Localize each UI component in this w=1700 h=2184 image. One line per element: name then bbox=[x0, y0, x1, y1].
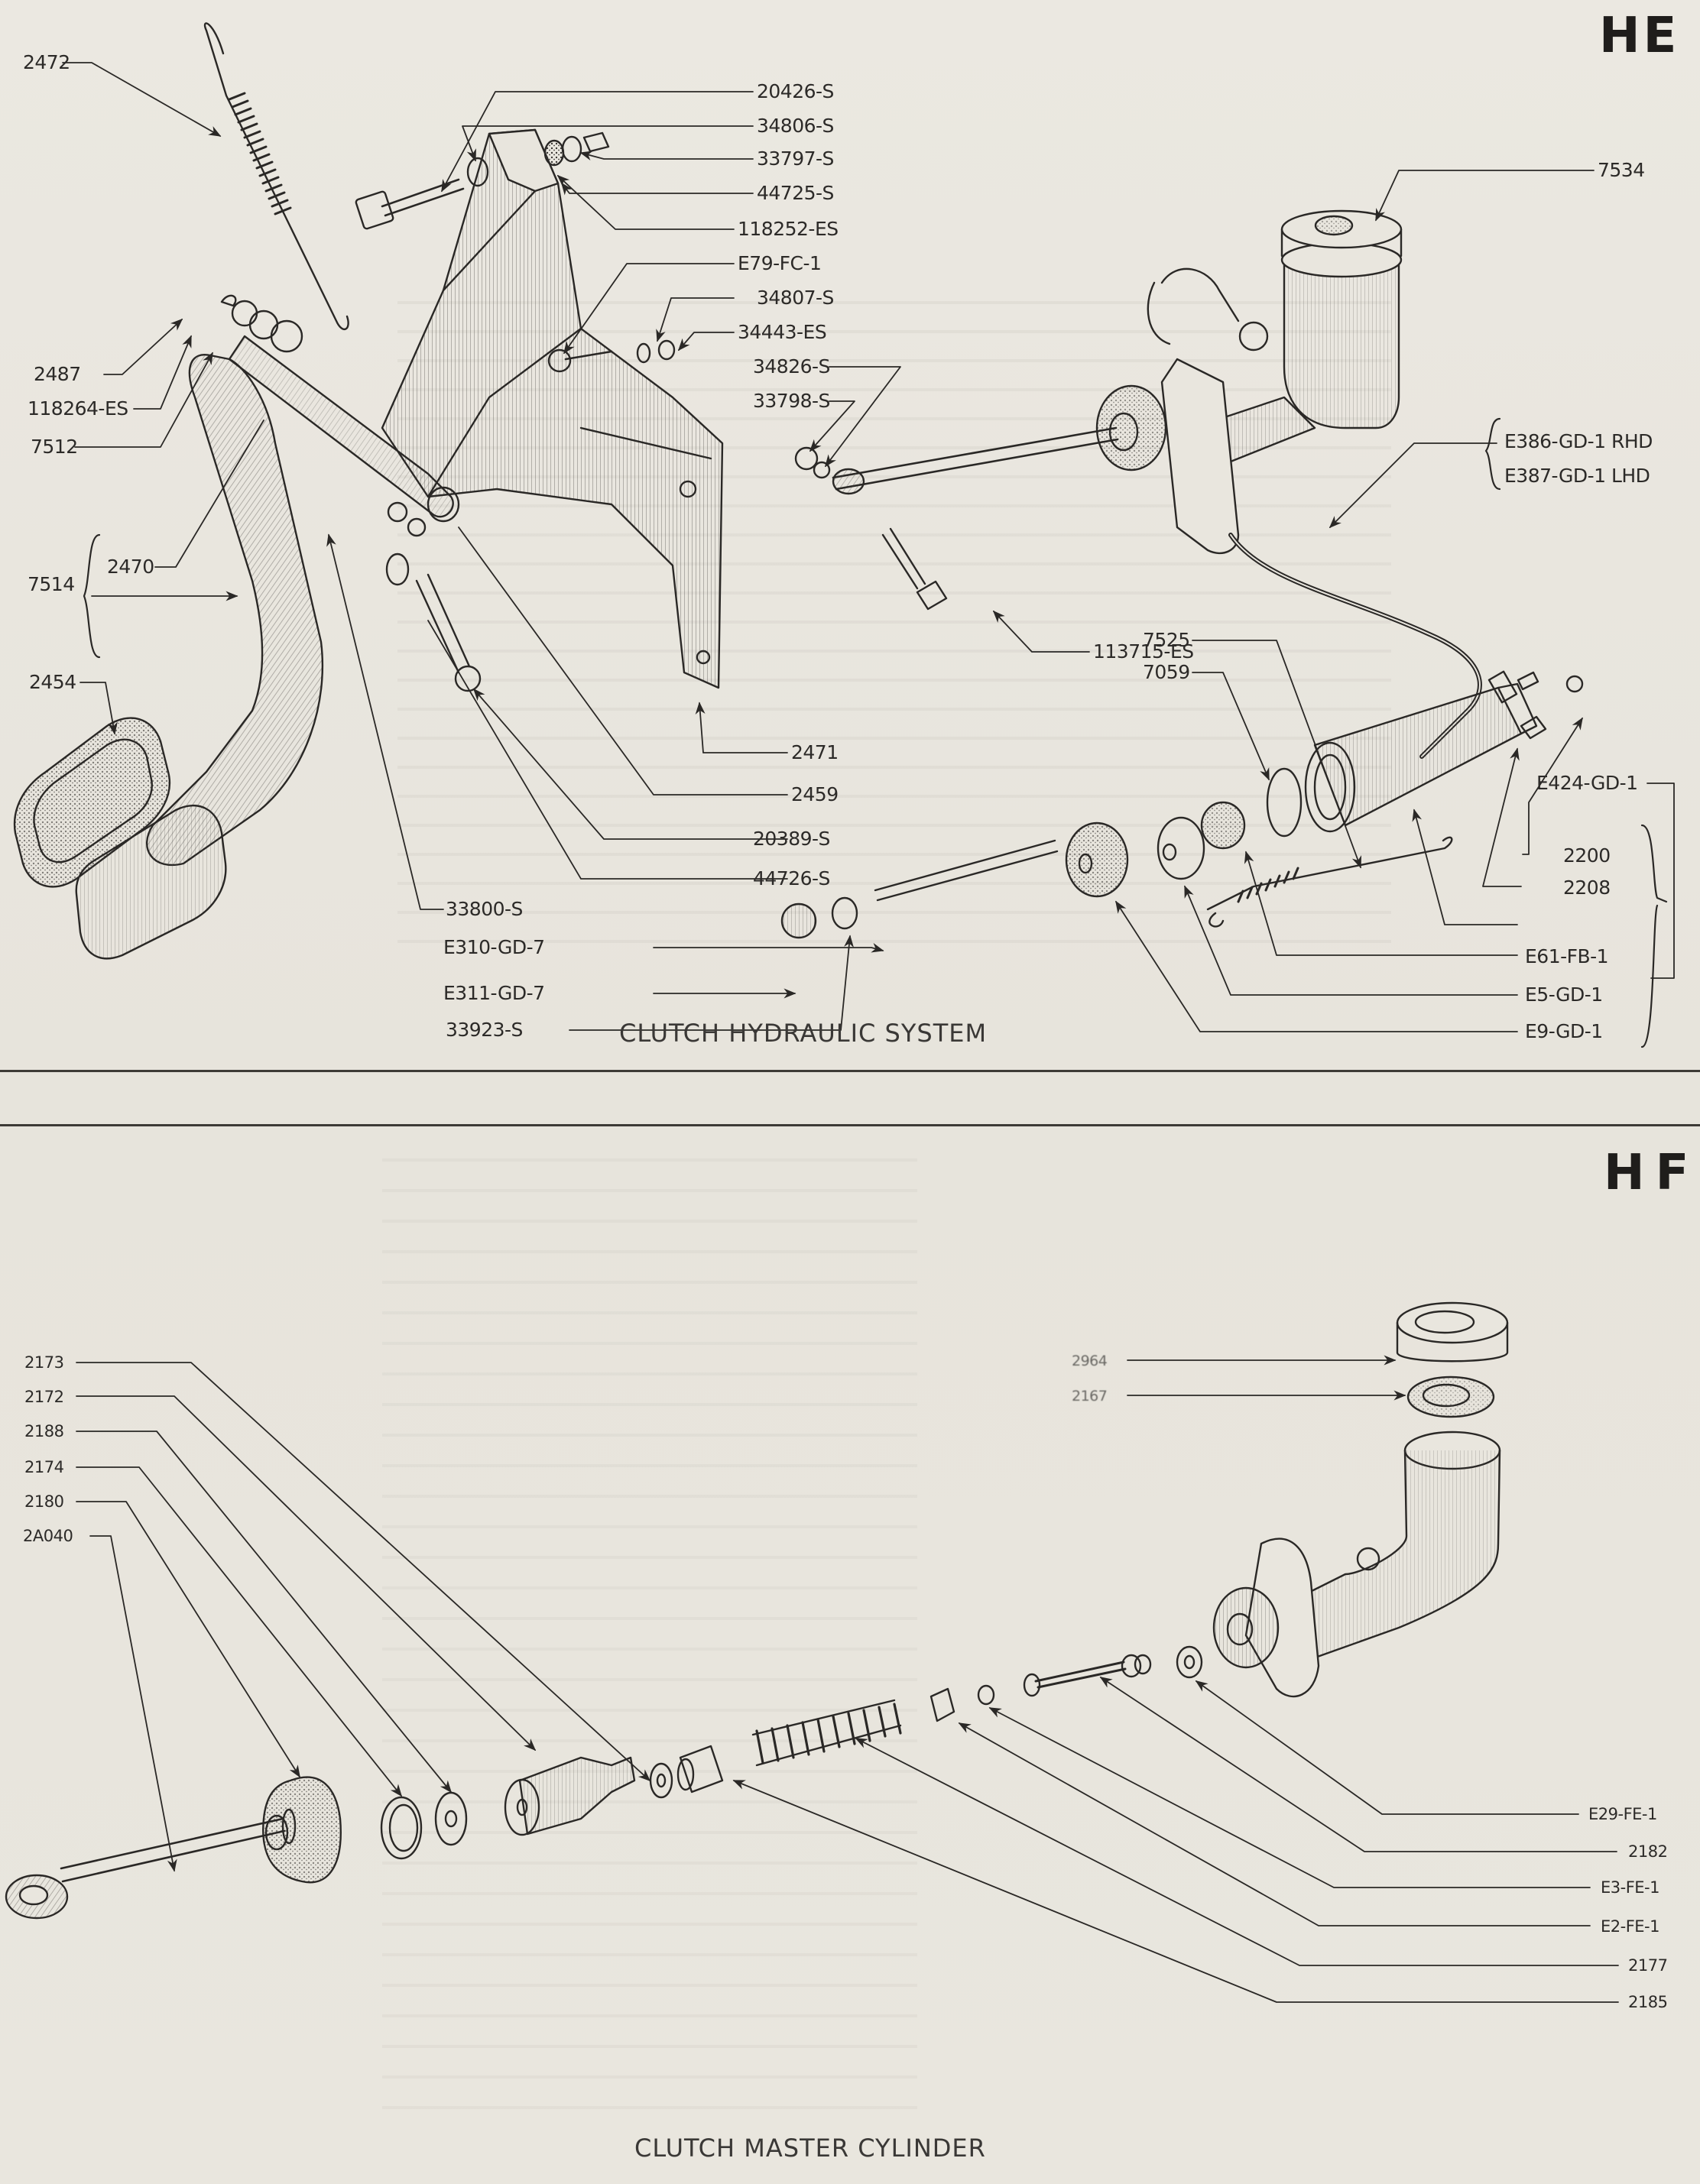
hf-cylinder-body bbox=[1212, 1431, 1501, 1698]
callout-2964: 2964 bbox=[1072, 1353, 1108, 1369]
hf-filler-cap-2964 bbox=[1396, 1301, 1509, 1363]
callout-33798-s: 33798-S bbox=[753, 390, 830, 412]
callout-e79-fc-1: E79-FC-1 bbox=[738, 252, 822, 274]
callout-33923-s: 33923-S bbox=[446, 1019, 523, 1041]
hf-push-rod-2A040 bbox=[5, 1808, 297, 1920]
callout-e386-gd-1-rhd: E386-GD-1 RHD bbox=[1504, 430, 1653, 452]
caption-clutch-hydraulic-system: CLUTCH HYDRAULIC SYSTEM bbox=[619, 1019, 988, 1048]
pedal-bracket-2471 bbox=[381, 128, 724, 689]
clutch-pedal-7514 bbox=[13, 354, 324, 960]
callout-7525: 7525 bbox=[1143, 629, 1190, 651]
callout-2454: 2454 bbox=[29, 671, 76, 693]
callout-e29-fe-1: E29-FE-1 bbox=[1588, 1805, 1657, 1823]
callout-e424-gd-1: E424-GD-1 bbox=[1536, 772, 1638, 794]
section-divider-top bbox=[0, 1070, 1700, 1072]
return-spring-2472 bbox=[203, 22, 349, 330]
push-rod-and-clevis bbox=[794, 426, 1119, 611]
pedal-shaft-2470 bbox=[220, 294, 460, 523]
callout-2174: 2174 bbox=[24, 1458, 64, 1476]
callout-2172: 2172 bbox=[24, 1388, 64, 1406]
callout-2487: 2487 bbox=[34, 363, 81, 385]
callout-e387-gd-1-lhd: E387-GD-1 LHD bbox=[1504, 465, 1650, 487]
hf-cap-washer-2167 bbox=[1406, 1376, 1495, 1418]
callout-113715-es: 113715-ES bbox=[1093, 640, 1194, 663]
callout-2182: 2182 bbox=[1628, 1842, 1668, 1861]
callout-2208: 2208 bbox=[1563, 877, 1611, 899]
callout-e3-fe-1: E3-FE-1 bbox=[1601, 1878, 1660, 1897]
callout-2470: 2470 bbox=[107, 556, 154, 578]
callout-7534: 7534 bbox=[1598, 159, 1645, 181]
callout-33797-s: 33797-S bbox=[757, 147, 834, 170]
hf-internal-parts bbox=[262, 1645, 1203, 1884]
callout-e5-gd-1: E5-GD-1 bbox=[1525, 983, 1603, 1006]
callout-2167: 2167 bbox=[1072, 1388, 1108, 1405]
slave-cylinder-7525 bbox=[1157, 682, 1538, 928]
callout-44725-s: 44725-S bbox=[757, 182, 834, 204]
callout-e61-fb-1: E61-FB-1 bbox=[1525, 945, 1609, 967]
callout-e9-gd-1: E9-GD-1 bbox=[1525, 1020, 1603, 1042]
hydraulic-pipe-e386-e387 bbox=[1228, 533, 1539, 759]
callout-2173: 2173 bbox=[24, 1353, 64, 1372]
callout-2459: 2459 bbox=[791, 783, 839, 805]
caption-clutch-master-cylinder: CLUTCH MASTER CYLINDER bbox=[634, 2134, 986, 2163]
callout-2471: 2471 bbox=[791, 741, 839, 763]
callout-7059: 7059 bbox=[1143, 661, 1190, 683]
callout-2a040: 2A040 bbox=[23, 1527, 73, 1545]
section-code-he: HE bbox=[1599, 8, 1680, 64]
callout-2200: 2200 bbox=[1563, 844, 1611, 867]
callout-2177: 2177 bbox=[1628, 1956, 1668, 1975]
callout-34826-s: 34826-S bbox=[753, 355, 830, 378]
callout-e2-fe-1: E2-FE-1 bbox=[1601, 1917, 1660, 1936]
callout-2472: 2472 bbox=[23, 51, 70, 73]
callout-2180: 2180 bbox=[24, 1492, 64, 1511]
callout-e311-gd-7: E311-GD-7 bbox=[443, 982, 545, 1004]
callout-2185: 2185 bbox=[1628, 1993, 1668, 2011]
he-leader-lines bbox=[62, 62, 1675, 1032]
group-brackets bbox=[83, 417, 1668, 1048]
bracket-bolts bbox=[355, 131, 676, 692]
callout-34806-s: 34806-S bbox=[757, 115, 834, 137]
slave-push-rod-e310 bbox=[780, 675, 1584, 939]
callout-7512: 7512 bbox=[31, 436, 78, 458]
callout-34807-s: 34807-S bbox=[757, 287, 834, 309]
callout-e310-gd-7: E310-GD-7 bbox=[443, 936, 545, 958]
callout-20426-s: 20426-S bbox=[757, 80, 834, 102]
section-divider-bottom bbox=[0, 1124, 1700, 1126]
callout-118264-es: 118264-ES bbox=[28, 397, 128, 420]
hf-leader-lines bbox=[76, 1355, 1619, 2003]
callout-20389-s: 20389-S bbox=[753, 828, 830, 850]
callout-34443-es: 34443-ES bbox=[738, 321, 827, 343]
section-code-hf: HF bbox=[1604, 1145, 1700, 1201]
callout-7514: 7514 bbox=[28, 573, 75, 595]
callout-2188: 2188 bbox=[24, 1422, 64, 1440]
bleed-through-texture-lower bbox=[382, 1131, 917, 2109]
callout-44726-s: 44726-S bbox=[753, 867, 830, 889]
callout-33800-s: 33800-S bbox=[446, 898, 523, 920]
callout-118252-es: 118252-ES bbox=[738, 218, 839, 240]
master-cylinder-reservoir-7534 bbox=[1095, 209, 1403, 555]
